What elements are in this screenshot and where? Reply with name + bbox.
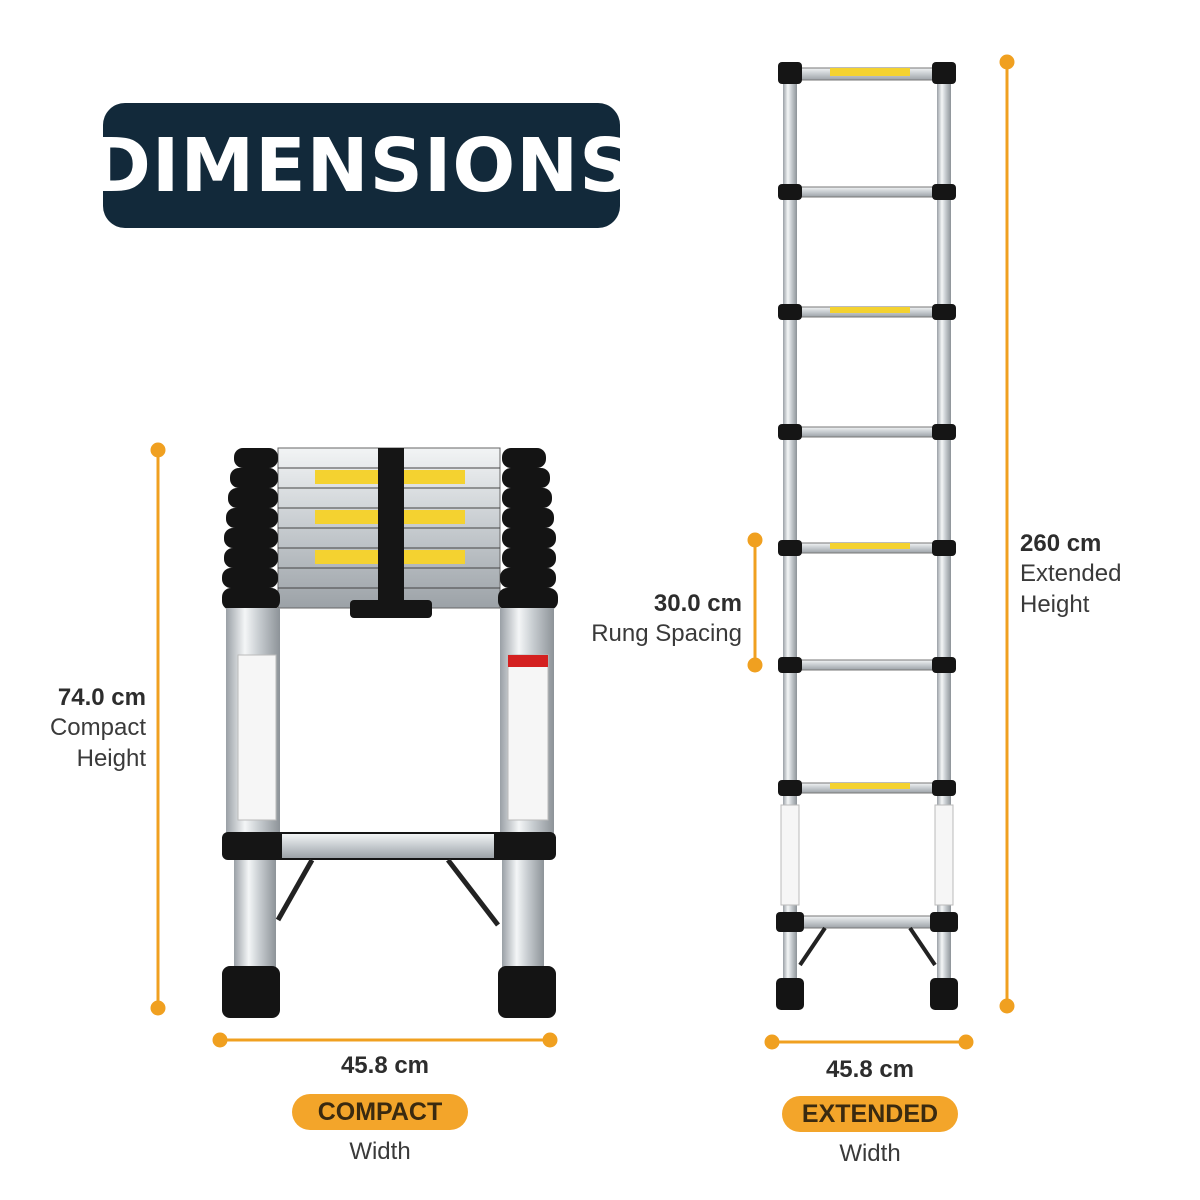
compact-height-caption-2: Height — [76, 745, 146, 772]
extended-height-value: 260 cm — [1020, 530, 1102, 557]
extended-height-label: 260 cm Extended Height — [1020, 530, 1180, 620]
page-title: DIMENSIONS — [89, 122, 634, 209]
compact-pill-caption: Width — [349, 1138, 411, 1165]
compact-pill-label: COMPACT — [317, 1097, 443, 1126]
compact-height-caption-1: Compact — [49, 714, 146, 741]
rung-spacing-value: 30.0 cm — [653, 590, 742, 617]
rung-spacing-caption: Rung Spacing — [591, 620, 742, 647]
compact-pill: COMPACT — [292, 1094, 468, 1130]
extended-pill: EXTENDED — [782, 1096, 958, 1132]
title-badge: DIMENSIONS — [89, 103, 633, 228]
extended-width-value: 45.8 cm — [825, 1056, 915, 1083]
extended-pill-caption: Width — [839, 1140, 901, 1167]
extended-pill-label: EXTENDED — [801, 1099, 939, 1128]
extended-height-caption-2: Height — [1020, 591, 1090, 618]
compact-ladder-icon — [222, 447, 558, 1018]
extended-ladder-icon — [776, 62, 958, 1010]
compact-height-value: 74.0 cm — [57, 684, 146, 711]
rung-spacing-label: 30.0 cm Rung Spacing — [580, 590, 742, 649]
compact-height-label: 74.0 cm Compact Height — [20, 684, 146, 774]
extended-height-caption-1: Extended — [1020, 560, 1122, 587]
compact-width-value: 45.8 cm — [340, 1052, 430, 1079]
